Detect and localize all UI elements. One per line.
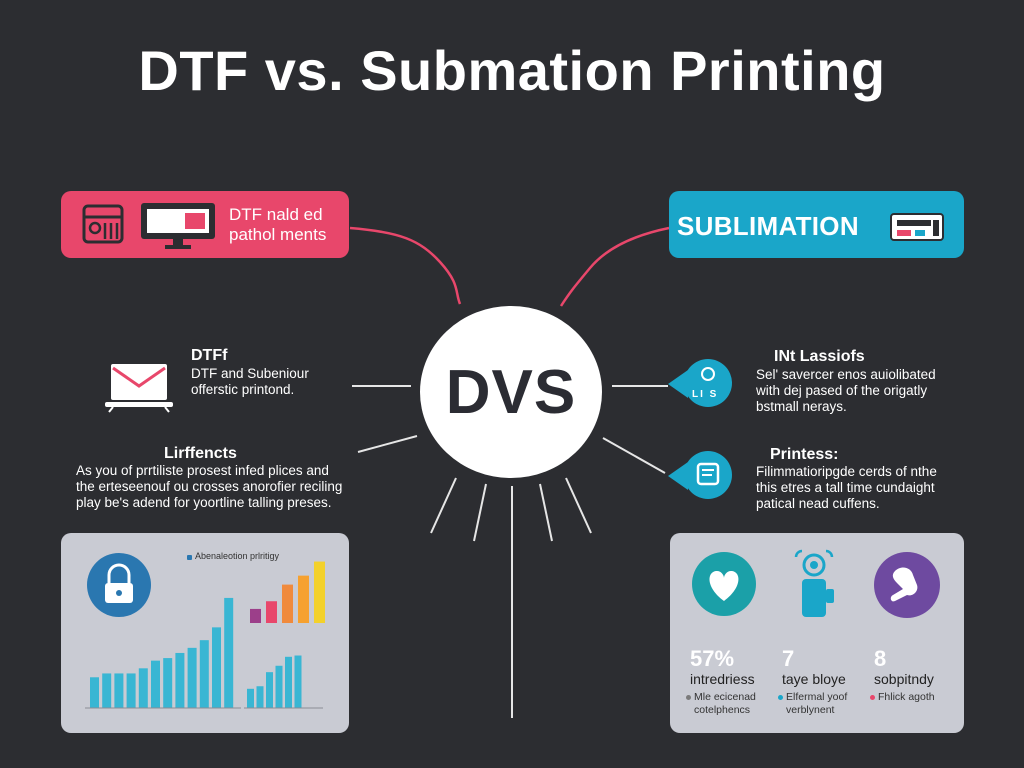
laptop-icon [105, 364, 173, 413]
connector-dtf-banner [349, 226, 462, 305]
chart-bar [212, 627, 221, 708]
pin-badge-2 [668, 451, 732, 499]
page-title: DTF vs. Submation Printing [138, 39, 886, 102]
sublimation-banner-text: SUBLIMATION [677, 211, 859, 241]
printer-icon [890, 213, 944, 241]
connector-down-5 [565, 477, 592, 534]
left-item-2-body: As you of prrtiliste prosest infed plice… [76, 463, 343, 510]
right-item-1-title: INt Lassiofs [774, 348, 865, 365]
pin-badge-1-text: LI S [692, 389, 719, 400]
right-stats-panel: 57% intredriess Mle ecicenad cotelphencs… [670, 533, 964, 733]
chart-bar [90, 677, 99, 708]
stat-3-label: sobpitndy [874, 671, 934, 687]
dtf-banner-text: DTF nald ed pathol ments [229, 205, 327, 244]
chart-bar [187, 647, 197, 708]
chart-bar [266, 672, 273, 708]
chart-bar [250, 608, 261, 623]
left-item-2-title: Lirffencts [164, 445, 237, 462]
stat-1-value: 57% [690, 646, 735, 671]
chart-bar [163, 658, 173, 708]
stat-2-value: 7 [782, 646, 795, 671]
chart-bar [126, 673, 136, 708]
stat-1-label: intredriess [690, 671, 755, 687]
lock-icon [87, 553, 151, 617]
chart-bar [256, 686, 264, 708]
chart-bar [102, 673, 112, 708]
stat-2-note: Elfermal yoof verblynent [786, 691, 848, 716]
stat-2-dot [778, 695, 783, 700]
connector-left-2 [357, 435, 418, 453]
chart-bar [314, 561, 325, 623]
chart-bar [114, 673, 124, 708]
connector-down-2 [473, 483, 487, 542]
hand-icon [874, 552, 940, 618]
left-bar-chart [85, 561, 325, 709]
chart-bar [151, 660, 160, 708]
chart-bar [175, 652, 185, 708]
right-item-2-title: Printess: [770, 446, 839, 463]
legend-swatch [187, 555, 192, 560]
stat-3-value: 8 [874, 646, 887, 671]
connector-down-4 [539, 483, 553, 542]
stat-1-dot [686, 695, 691, 700]
chart-bar [282, 584, 293, 623]
chart-legend: Abenaleotion prlritigy [195, 551, 280, 561]
right-item-1-body: Sel' savercer enos auiolibated with dej … [756, 367, 936, 414]
pin-badge-1 [668, 359, 732, 407]
heart-icon [692, 552, 756, 616]
connector-sub-banner [559, 226, 670, 307]
stat-3-dot [870, 695, 875, 700]
left-item-1-body: DTF and Subeniour offerstic printond. [191, 366, 309, 397]
stat-2-label: taye bloye [782, 671, 846, 687]
chart-bar [224, 597, 234, 708]
sublimation-banner: SUBLIMATION [669, 191, 964, 258]
chart-bar [247, 688, 254, 708]
right-item-2-body: Filimmatioripgde cerds of nthe this etre… [756, 464, 937, 511]
chart-bar [285, 656, 292, 708]
robot-icon [794, 549, 834, 617]
chart-bar [275, 665, 283, 708]
left-item-1-title: DTFf [191, 347, 228, 364]
chart-bar [298, 575, 309, 623]
connector-right-2 [602, 437, 666, 474]
monitor-icon [141, 203, 215, 249]
left-chart-panel: Abenaleotion prlritigy [61, 533, 349, 733]
stat-3-note: Fhlick agoth [878, 691, 935, 703]
connector-down-1 [430, 477, 457, 534]
stat-1-note: Mle ecicenad cotelphencs [694, 691, 756, 716]
chart-bar [199, 640, 209, 708]
chart-bar [266, 601, 277, 623]
printer-icon [82, 204, 124, 244]
chart-bar [138, 668, 148, 708]
center-hub: DVS [420, 306, 602, 478]
chart-bar [294, 655, 302, 708]
dtf-banner: DTF nald ed pathol ments [61, 191, 349, 258]
